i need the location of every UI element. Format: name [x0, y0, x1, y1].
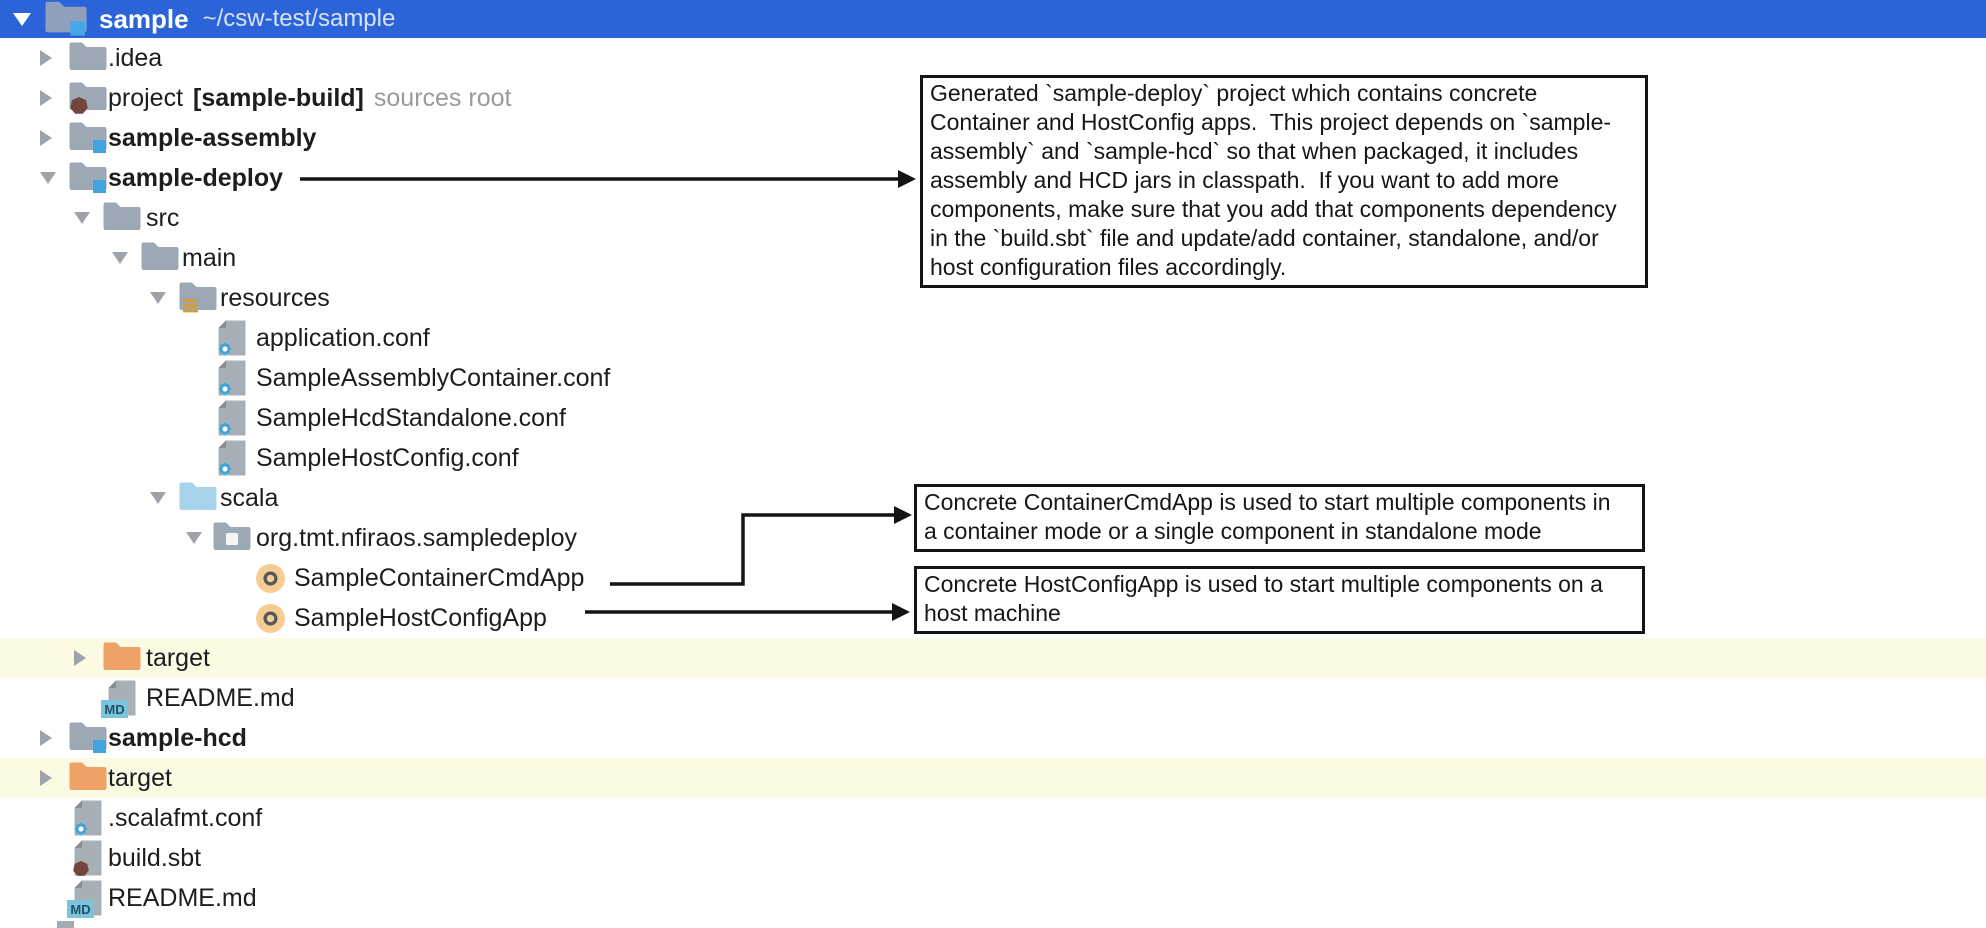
row-label: src	[146, 204, 180, 232]
collapse-arrow-icon[interactable]	[150, 492, 166, 504]
row-label: resources	[220, 284, 330, 312]
project-folder-icon	[43, 0, 89, 39]
partial-next-row-icon	[57, 921, 74, 928]
row-sample-host-config-conf[interactable]: SampleHostConfig.conf	[0, 438, 1986, 478]
file-config-icon	[212, 438, 252, 478]
folder-module-icon	[68, 158, 108, 198]
row-label: SampleHostConfig.conf	[256, 444, 519, 472]
project-root-row[interactable]: sample ~/csw-test/sample	[0, 0, 1986, 38]
row-label: README.md	[146, 684, 295, 712]
collapse-arrow-icon[interactable]	[112, 252, 128, 264]
row-sample-hcd-standalone-conf[interactable]: SampleHcdStandalone.conf	[0, 398, 1986, 438]
file-md-icon: MD	[101, 678, 142, 718]
row-sample-hcd[interactable]: sample-hcd	[0, 718, 1986, 758]
folder-source-icon	[178, 478, 218, 518]
collapse-arrow-icon[interactable]	[74, 212, 90, 224]
row-label: SampleAssemblyContainer.conf	[256, 364, 611, 392]
row-label: sample-assembly	[108, 124, 317, 152]
scala-object-icon	[250, 558, 290, 598]
folder-excluded-icon	[68, 758, 108, 798]
row-resources[interactable]: resources	[0, 278, 1986, 318]
collapse-arrow-icon[interactable]	[13, 12, 31, 26]
collapse-arrow-icon[interactable]	[186, 532, 202, 544]
row-readme-root[interactable]: MD README.md	[0, 878, 1986, 918]
folder-icon	[68, 38, 108, 78]
md-badge: MD	[67, 900, 94, 918]
expand-arrow-icon[interactable]	[40, 730, 52, 746]
folder-module-icon	[68, 718, 108, 758]
row-scala[interactable]: scala	[0, 478, 1986, 518]
row-label: sample-hcd	[108, 724, 247, 752]
annotation-box-hostconfigapp: Concrete HostConfigApp is used to start …	[914, 566, 1645, 634]
file-config-icon	[212, 398, 252, 438]
row-label: sample-deploy	[108, 164, 284, 192]
row-label: .idea	[108, 44, 163, 72]
row-main[interactable]: main	[0, 238, 1986, 278]
row-project[interactable]: project[sample-build]sources root	[0, 78, 1986, 118]
file-sbt-icon	[68, 838, 108, 878]
row-label: .scalafmt.conf	[108, 804, 263, 832]
project-name: sample	[99, 3, 189, 34]
row-package-org-tmt-nfiraos-sampledeploy[interactable]: org.tmt.nfiraos.sampledeploy	[0, 518, 1986, 558]
md-badge: MD	[101, 700, 128, 718]
row-readme-deploy[interactable]: MD README.md	[0, 678, 1986, 718]
expand-arrow-icon[interactable]	[40, 90, 52, 106]
scala-object-icon	[250, 598, 290, 638]
collapse-arrow-icon[interactable]	[150, 292, 166, 304]
row-label: main	[182, 244, 237, 272]
folder-package-icon	[212, 518, 252, 558]
folder-module-icon	[68, 118, 108, 158]
file-config-icon	[68, 798, 108, 838]
row-build-sbt[interactable]: build.sbt	[0, 838, 1986, 878]
row-label: README.md	[108, 884, 257, 912]
expand-arrow-icon[interactable]	[40, 50, 52, 66]
file-config-icon	[212, 358, 252, 398]
annotation-box-containercmdapp: Concrete ContainerCmdApp is used to star…	[914, 484, 1645, 552]
file-md-icon: MD	[67, 878, 108, 918]
row-target-deploy[interactable]: target	[0, 638, 1986, 678]
row-sample-deploy[interactable]: sample-deploy	[0, 158, 1986, 198]
row-label: project[sample-build]sources root	[108, 84, 512, 112]
row-label: application.conf	[256, 324, 430, 352]
row-label: target	[146, 644, 210, 672]
annotation-box-sample-deploy: Generated `sample-deploy` project which …	[920, 75, 1648, 288]
expand-arrow-icon[interactable]	[40, 770, 52, 786]
project-path: ~/csw-test/sample	[202, 5, 396, 32]
folder-icon	[140, 238, 180, 278]
row-label: target	[108, 764, 172, 792]
file-config-icon	[212, 318, 252, 358]
row-label: org.tmt.nfiraos.sampledeploy	[256, 524, 577, 552]
expand-arrow-icon[interactable]	[74, 650, 86, 666]
row-sample-assembly[interactable]: sample-assembly	[0, 118, 1986, 158]
row-idea[interactable]: .idea	[0, 38, 1986, 78]
row-label: scala	[220, 484, 279, 512]
row-label: build.sbt	[108, 844, 202, 872]
row-label: SampleContainerCmdApp	[294, 564, 585, 592]
expand-arrow-icon[interactable]	[40, 130, 52, 146]
folder-excluded-icon	[102, 638, 142, 678]
folder-resources-icon	[178, 278, 218, 318]
row-src[interactable]: src	[0, 198, 1986, 238]
row-scalafmt-conf[interactable]: .scalafmt.conf	[0, 798, 1986, 838]
row-sample-container-cmd-app[interactable]: SampleContainerCmdApp	[0, 558, 1986, 598]
folder-sbt-icon	[68, 78, 108, 118]
row-sample-host-config-app[interactable]: SampleHostConfigApp	[0, 598, 1986, 638]
collapse-arrow-icon[interactable]	[40, 172, 56, 184]
row-sample-assembly-container-conf[interactable]: SampleAssemblyContainer.conf	[0, 358, 1986, 398]
row-target-root[interactable]: target	[0, 758, 1986, 798]
row-label: SampleHostConfigApp	[294, 604, 547, 632]
folder-icon	[102, 198, 142, 238]
row-label: SampleHcdStandalone.conf	[256, 404, 566, 432]
row-application-conf[interactable]: application.conf	[0, 318, 1986, 358]
